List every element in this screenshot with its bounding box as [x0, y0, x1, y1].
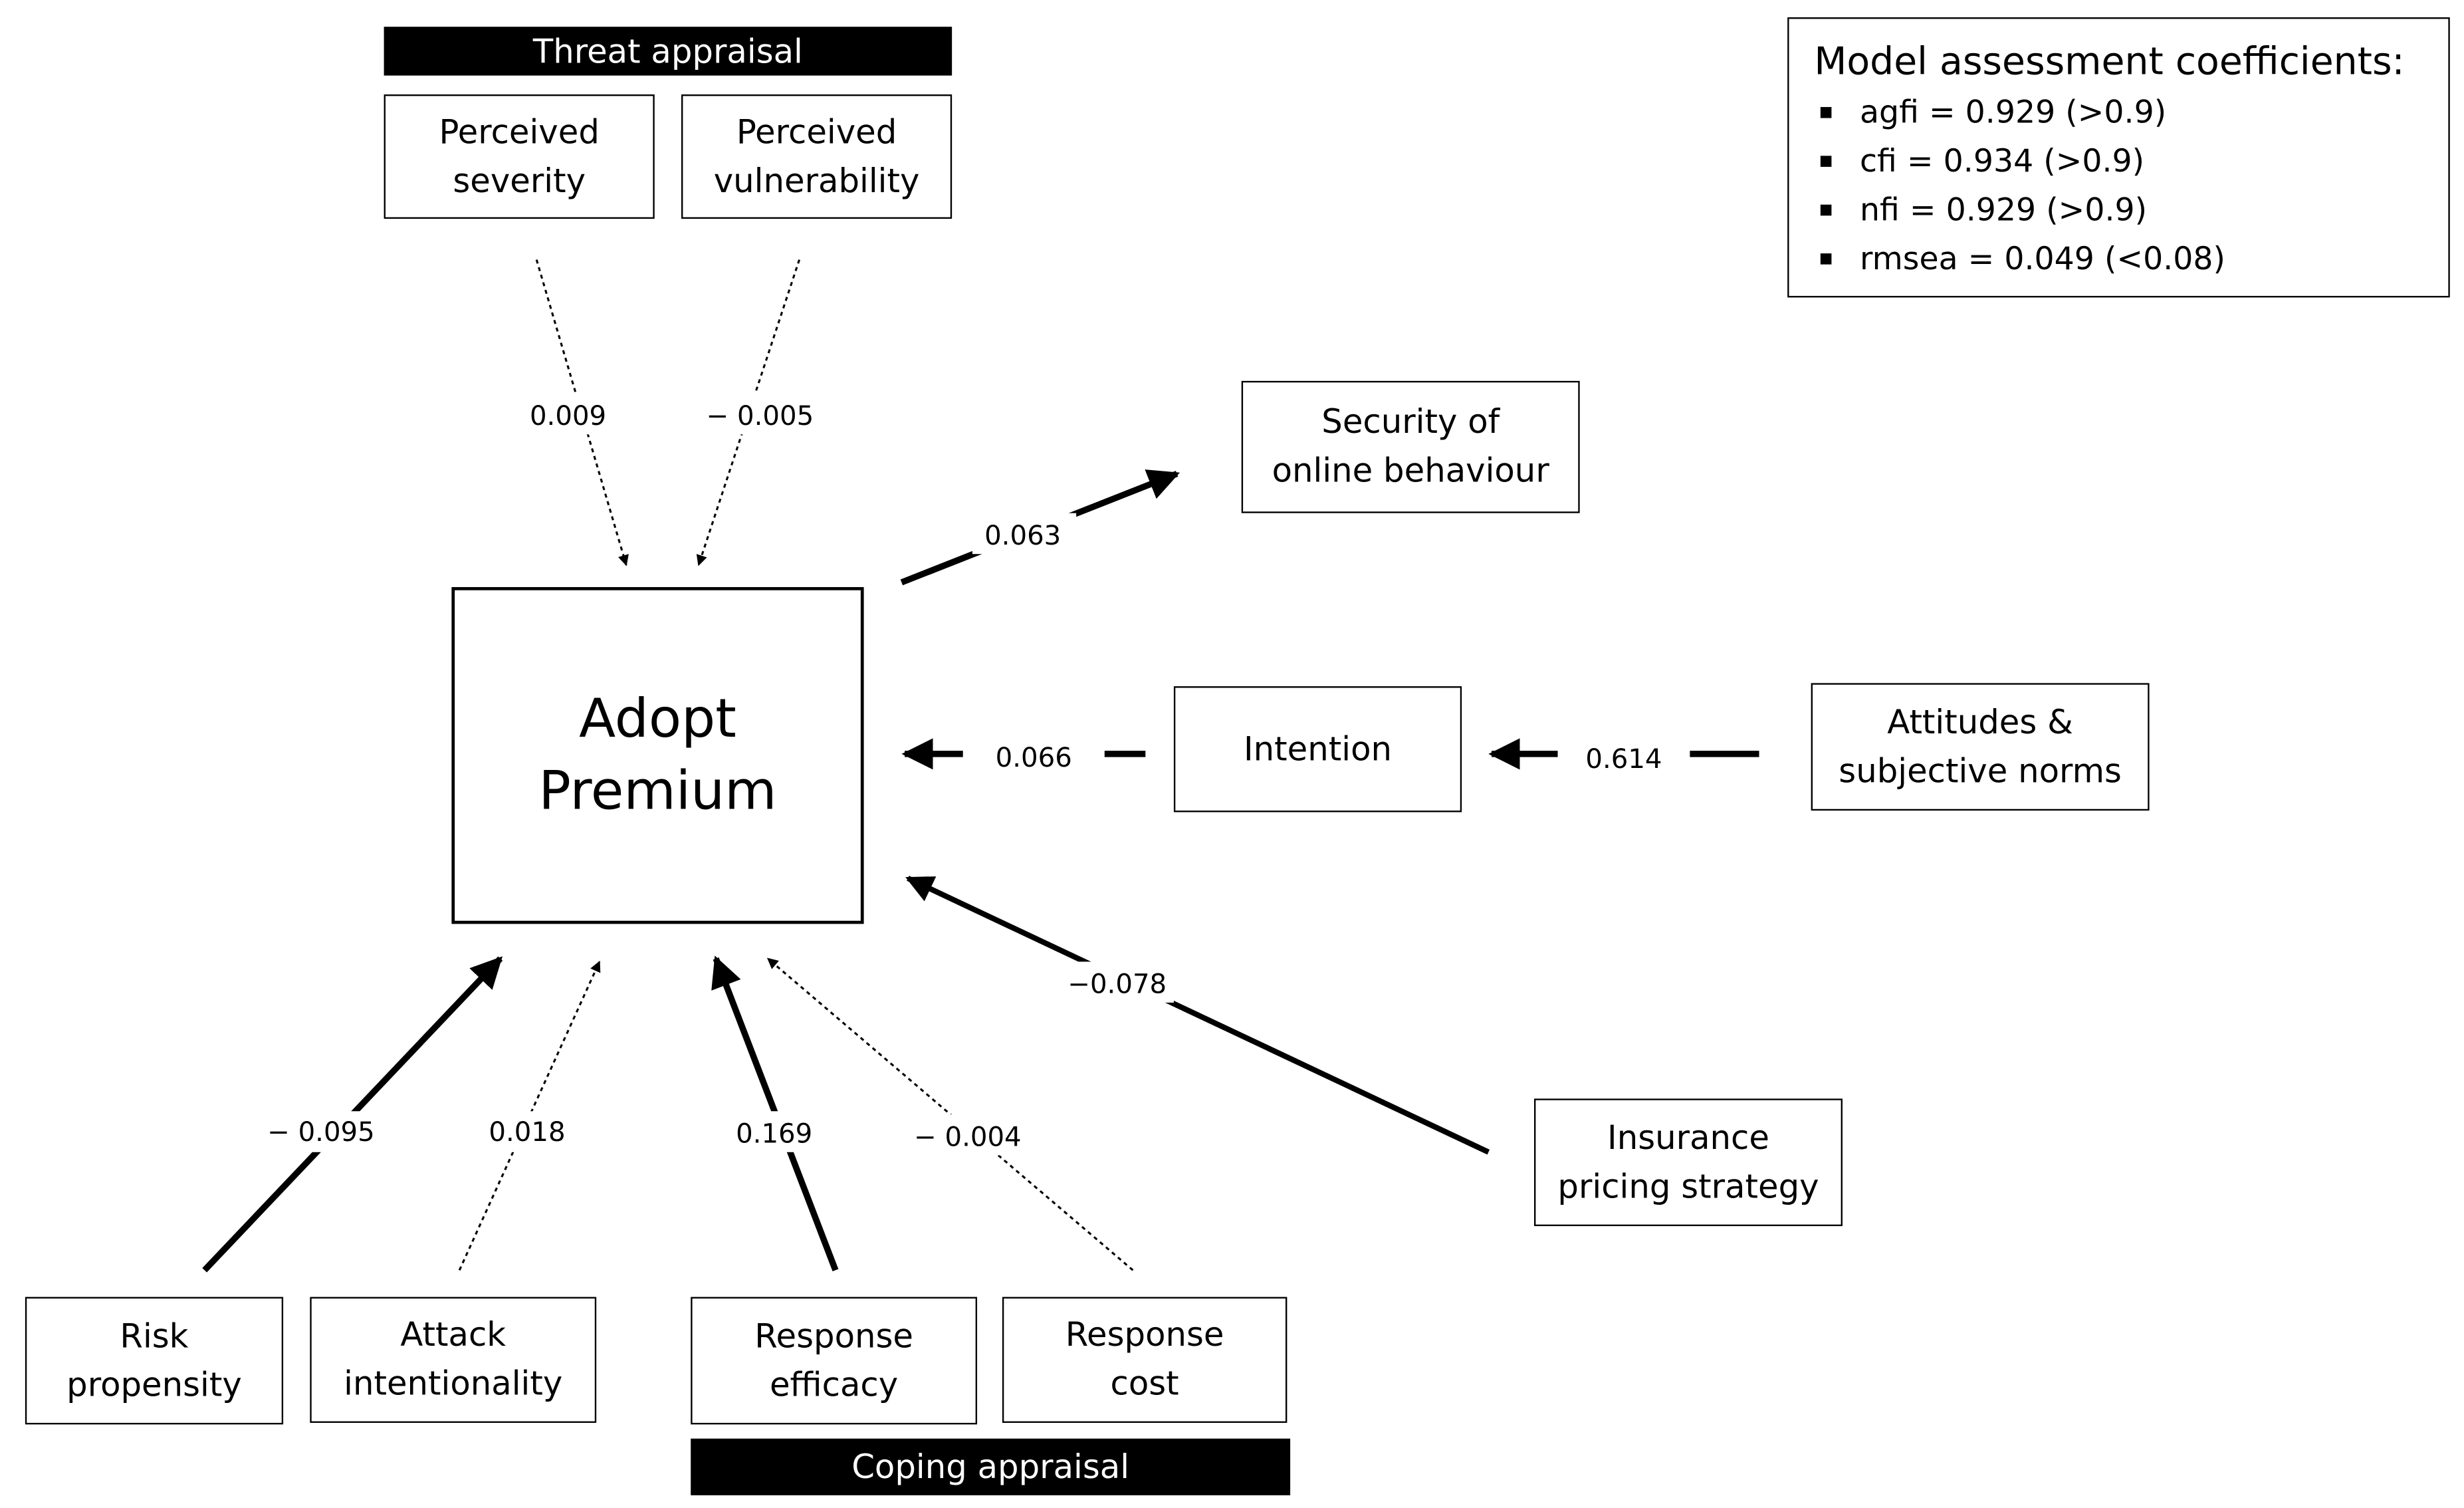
bullet-square-icon [1820, 253, 1832, 265]
path-intention-to-adopt: 0.066 [901, 733, 1146, 775]
node-security-online-behaviour: Security of online behaviour [1241, 380, 1580, 513]
label-backdrop [972, 513, 1077, 555]
legend-title: Model assessment coefficients: [1814, 39, 2405, 84]
coef-efficacy: 0.169 [736, 1119, 812, 1150]
node-response-cost: Response cost [1002, 1297, 1288, 1423]
legend-item: nfi = 0.929 (>0.9) [1814, 186, 2448, 234]
label-backdrop [516, 393, 611, 435]
legend-item: agfi = 0.929 (>0.9) [1814, 88, 2448, 137]
coef-cost: − 0.004 [914, 1122, 1022, 1152]
coef-vulnerability: − 0.005 [707, 401, 814, 432]
path-efficacy-to-adopt: 0.169 [711, 955, 839, 1272]
node-adopt-premium: Adopt Premium [451, 586, 864, 924]
label-backdrop [478, 1111, 576, 1152]
legend-item: rmsea = 0.049 (<0.08) [1814, 235, 2448, 283]
path-attack-to-adopt: 0.018 [458, 960, 601, 1271]
bullet-square-icon [1820, 106, 1832, 118]
path-vulnerability-to-adopt: − 0.005 [696, 259, 825, 566]
path-line-cost [766, 957, 1134, 1271]
legend-item-text: cfi = 0.934 (>0.9) [1860, 142, 2145, 180]
label-backdrop [1060, 961, 1174, 1003]
label-backdrop [962, 733, 1105, 775]
path-cost-to-adopt: − 0.004 [766, 957, 1134, 1271]
node-perceived-severity: Perceived severity [384, 94, 655, 219]
legend-item-text: agfi = 0.929 (>0.9) [1860, 92, 2167, 131]
coef-severity: 0.009 [530, 401, 606, 432]
coping-appraisal-bar: Coping appraisal [691, 1438, 1291, 1495]
bullet-square-icon [1820, 204, 1832, 216]
coef-security: 0.063 [984, 521, 1061, 551]
legend-item-text: nfi = 0.929 (>0.9) [1860, 190, 2148, 229]
bullet-square-icon [1820, 156, 1832, 167]
node-perceived-vulnerability: Perceived vulnerability [681, 94, 952, 219]
node-insurance-pricing: Insurance pricing strategy [1534, 1098, 1843, 1227]
node-intention: Intention [1173, 686, 1462, 813]
label-backdrop [903, 1114, 1036, 1156]
threat-appraisal-bar: Threat appraisal [384, 27, 952, 76]
legend-item: cfi = 0.934 (>0.9) [1814, 137, 2448, 186]
path-severity-to-adopt: 0.009 [516, 259, 629, 566]
node-risk-propensity: Risk propensity [25, 1297, 284, 1425]
coef-intention: 0.066 [996, 743, 1072, 773]
path-line-attack [458, 960, 601, 1271]
label-backdrop [258, 1111, 384, 1152]
coef-risk: − 0.095 [267, 1117, 375, 1148]
label-backdrop [1557, 733, 1690, 775]
path-adopt-to-security: 0.063 [900, 469, 1180, 586]
legend-item-text: rmsea = 0.049 (<0.08) [1860, 239, 2225, 277]
path-risk-to-adopt: − 0.095 [202, 956, 503, 1273]
legend-list: agfi = 0.929 (>0.9) cfi = 0.934 (>0.9) n… [1814, 88, 2448, 284]
node-attack-intentionality: Attack intentionality [310, 1297, 597, 1423]
node-response-efficacy: Response efficacy [691, 1297, 978, 1425]
coef-pricing: −0.078 [1067, 969, 1167, 1000]
model-assessment-legend: Model assessment coefficients: agfi = 0.… [1787, 17, 2450, 298]
label-backdrop [723, 1111, 825, 1152]
label-backdrop [699, 393, 825, 435]
path-pricing-to-adopt: −0.078 [905, 876, 1490, 1155]
coef-attitudes: 0.614 [1585, 744, 1662, 775]
node-attitudes-norms: Attitudes & subjective norms [1811, 683, 2150, 811]
path-attitudes-to-intention: 0.614 [1488, 733, 1759, 775]
coef-attack: 0.018 [489, 1117, 565, 1148]
path-line-pricing [905, 876, 1490, 1155]
